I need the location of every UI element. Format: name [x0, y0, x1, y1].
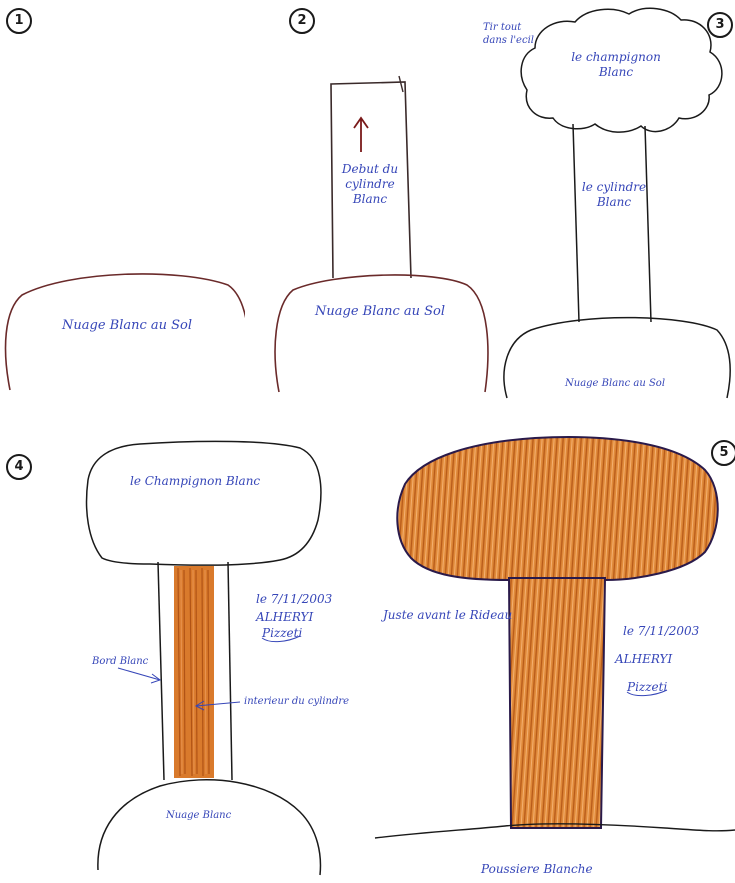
- column-left-edge: [158, 562, 164, 780]
- cap-label: le Champignon Blanc: [130, 474, 260, 488]
- author-name: ALHERYI: [615, 652, 672, 666]
- edge-label: Bord Blanc: [92, 656, 148, 667]
- ground-cloud-label: Nuage Blanc au Sol: [315, 304, 445, 319]
- panel-number-badge: 3: [707, 12, 733, 38]
- column-right-edge: [228, 562, 232, 780]
- panel-number-badge: 1: [6, 8, 32, 34]
- ground-cloud-outline: [275, 275, 488, 392]
- column-left-edge: [573, 124, 579, 322]
- column-label: Debut du cylindre Blanc: [337, 162, 403, 207]
- panel-1: 1 Nuage Blanc au Sol: [0, 0, 245, 400]
- ground-cloud-outline: [98, 780, 321, 875]
- signature: Pizzeti: [627, 680, 667, 694]
- panel-4: 4 le Champignon Blanc Bord Blanc interie…: [0, 430, 365, 883]
- ground-cloud-label: Nuage Blanc: [166, 810, 231, 821]
- top-note: Tir tout dans l'ecil: [483, 22, 543, 47]
- column-fill: [509, 578, 605, 828]
- panel-1-drawing: [0, 0, 245, 400]
- panel-number-badge: 2: [289, 8, 315, 34]
- interior-label: interieur du cylindre: [244, 696, 349, 707]
- mushroom-cap-fill: [397, 437, 717, 580]
- ground-label: Poussiere Blanche: [481, 862, 593, 876]
- panel-5: 5 Juste avant le Rideau le 7/11/2003 ALH…: [365, 420, 735, 883]
- up-arrow: [354, 118, 368, 152]
- column-right-edge: [645, 126, 651, 322]
- ground-cloud-label: Nuage Blanc au Sol: [62, 318, 192, 333]
- ground-cloud-label: Nuage Blanc au Sol: [565, 378, 665, 389]
- column-interior-fill: [174, 566, 214, 778]
- column-label: le cylindre Blanc: [581, 180, 647, 210]
- date-label: le 7/11/2003: [256, 592, 332, 606]
- signature: Pizzeti: [262, 626, 302, 640]
- date-label: le 7/11/2003: [623, 624, 699, 638]
- author-name: ALHERYI: [256, 610, 313, 624]
- cap-label: le champignon Blanc: [561, 50, 671, 80]
- mushroom-cap-outline: [87, 441, 321, 565]
- panel-2: 2 Debut du cylindre Blanc Nuage Blanc au…: [245, 0, 495, 400]
- panel-5-drawing: [365, 420, 735, 883]
- panel-number-badge: 5: [711, 440, 735, 466]
- edge-arrow: [118, 668, 160, 680]
- panel-3: 3 Tir tout dans l'ecil le champignon Bla…: [495, 0, 735, 400]
- panel-number-badge: 4: [6, 454, 32, 480]
- note-label: Juste avant le Rideau: [383, 608, 512, 622]
